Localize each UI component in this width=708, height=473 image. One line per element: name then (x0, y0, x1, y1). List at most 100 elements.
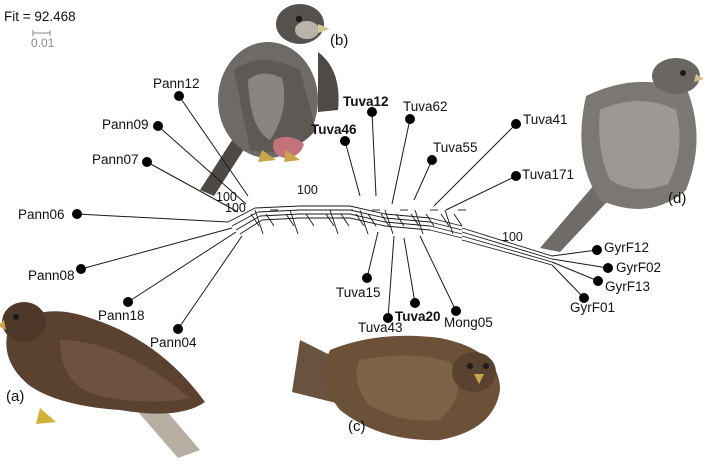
taxon-label-tuva55: Tuva55 (433, 140, 478, 155)
taxon-edge-gyrf01 (551, 264, 585, 299)
network-edge (239, 219, 263, 235)
network-edge (461, 231, 553, 260)
taxon-edge-gyrf02 (551, 258, 609, 269)
scale-bar: 0.01 (31, 30, 55, 50)
network-edge (461, 239, 553, 266)
network-edge (261, 217, 301, 221)
taxon-node-tuva41 (511, 119, 521, 129)
taxon-node-gyrf01 (579, 293, 589, 303)
network-edge (340, 213, 350, 227)
support-value: 100 (297, 183, 318, 197)
network-edge (429, 221, 463, 231)
photo-c-falcon (292, 335, 500, 441)
taxon-node-tuva62 (405, 114, 415, 124)
taxon-edge-pann08 (80, 227, 233, 270)
support-value: 100 (225, 201, 246, 215)
network-edge (349, 205, 386, 215)
network-edge (250, 213, 260, 227)
photo-a-falcon (0, 302, 205, 458)
panel-letter-c: (c) (348, 418, 366, 435)
taxon-node-pann06 (72, 209, 82, 219)
network-edge (305, 213, 315, 227)
taxon-nodes (72, 91, 613, 334)
network-edge (461, 227, 553, 257)
network-edge (384, 213, 431, 219)
network-edge (349, 217, 386, 227)
taxon-node-pann12 (174, 91, 184, 101)
taxon-label-pann04: Pann04 (150, 335, 197, 350)
photo-d-falcon (540, 58, 704, 252)
taxon-label-gyrf02: GyrF02 (616, 260, 661, 275)
network-edge (410, 213, 420, 227)
panel-letter-d: (d) (668, 190, 686, 207)
taxon-edge-tuva46 (344, 140, 361, 197)
taxon-node-tuva12 (367, 107, 377, 117)
taxon-label-pann06: Pann06 (18, 207, 65, 222)
network-edge (329, 209, 339, 235)
taxon-node-gyrf02 (603, 263, 613, 273)
network-edge (359, 209, 369, 235)
taxon-node-pann04 (173, 324, 183, 334)
network-edge (367, 213, 377, 227)
taxon-node-tuva171 (511, 171, 521, 181)
taxon-node-pann18 (123, 297, 133, 307)
network-edge (231, 211, 259, 227)
taxon-edge-pann09 (157, 125, 247, 205)
taxon-edge-pann04 (177, 235, 243, 330)
network-edge (285, 213, 295, 227)
taxon-edge-gyrf13 (551, 261, 599, 282)
taxon-label-gyrf01: GyrF01 (570, 300, 615, 315)
network-edge (254, 209, 264, 235)
taxon-label-pann08: Pann08 (28, 268, 75, 283)
taxon-edge-pann06 (76, 213, 229, 223)
network-edge (384, 217, 431, 223)
taxon-node-tuva46 (340, 136, 350, 146)
network-edge (349, 209, 386, 219)
panel-letter-b: (b) (330, 32, 348, 49)
splits-network (227, 205, 553, 266)
taxon-label-pann18: Pann18 (98, 308, 145, 323)
taxon-edge-pann12 (178, 95, 249, 197)
taxon-label-tuva62: Tuva62 (403, 99, 448, 114)
taxon-edge-tuva43 (387, 235, 395, 319)
taxon-node-pann07 (142, 157, 152, 167)
taxon-node-mong05 (451, 306, 461, 316)
network-edge (384, 221, 431, 227)
network-edge (461, 235, 553, 263)
taxon-edge-tuva171 (445, 175, 517, 211)
taxon-edge-pann18 (127, 231, 237, 303)
network-edge (254, 205, 301, 209)
taxon-node-tuva43 (383, 313, 393, 323)
taxon-label-mong05: Mong05 (444, 315, 493, 330)
taxon-edge-pann07 (146, 161, 239, 213)
fit-label: Fit = 92.468 (4, 9, 76, 24)
taxon-label-tuva20: Tuva20 (395, 309, 441, 324)
taxon-label-pann12: Pann12 (153, 76, 200, 91)
taxon-label-tuva43: Tuva43 (358, 320, 403, 335)
taxon-edge-mong05 (419, 235, 457, 312)
panel-letter-a: (a) (6, 388, 24, 405)
taxon-label-gyrf13: GyrF13 (605, 279, 650, 294)
network-edge (235, 215, 261, 231)
taxon-label-tuva15: Tuva15 (336, 285, 381, 300)
taxon-label-pann07: Pann07 (92, 152, 139, 167)
network-edge (325, 213, 335, 227)
network-edge (414, 209, 424, 235)
taxon-label-gyrf12: GyrF12 (604, 240, 649, 255)
taxon-edge-tuva20 (403, 237, 416, 304)
taxon-node-gyrf12 (592, 245, 602, 255)
network-edge (453, 213, 463, 227)
network-edge (257, 209, 301, 213)
taxon-edge-tuva15 (366, 231, 379, 279)
taxon-edge-tuva55 (413, 159, 433, 201)
network-edge (289, 209, 299, 235)
taxon-edge-gyrf12 (551, 249, 598, 257)
network-edge (444, 209, 454, 235)
scale-bar-label: 0.01 (31, 36, 55, 50)
network-edge (440, 213, 450, 227)
taxon-edge-tuva12 (371, 111, 377, 197)
network-edge (227, 207, 256, 223)
network-edge (265, 213, 275, 227)
